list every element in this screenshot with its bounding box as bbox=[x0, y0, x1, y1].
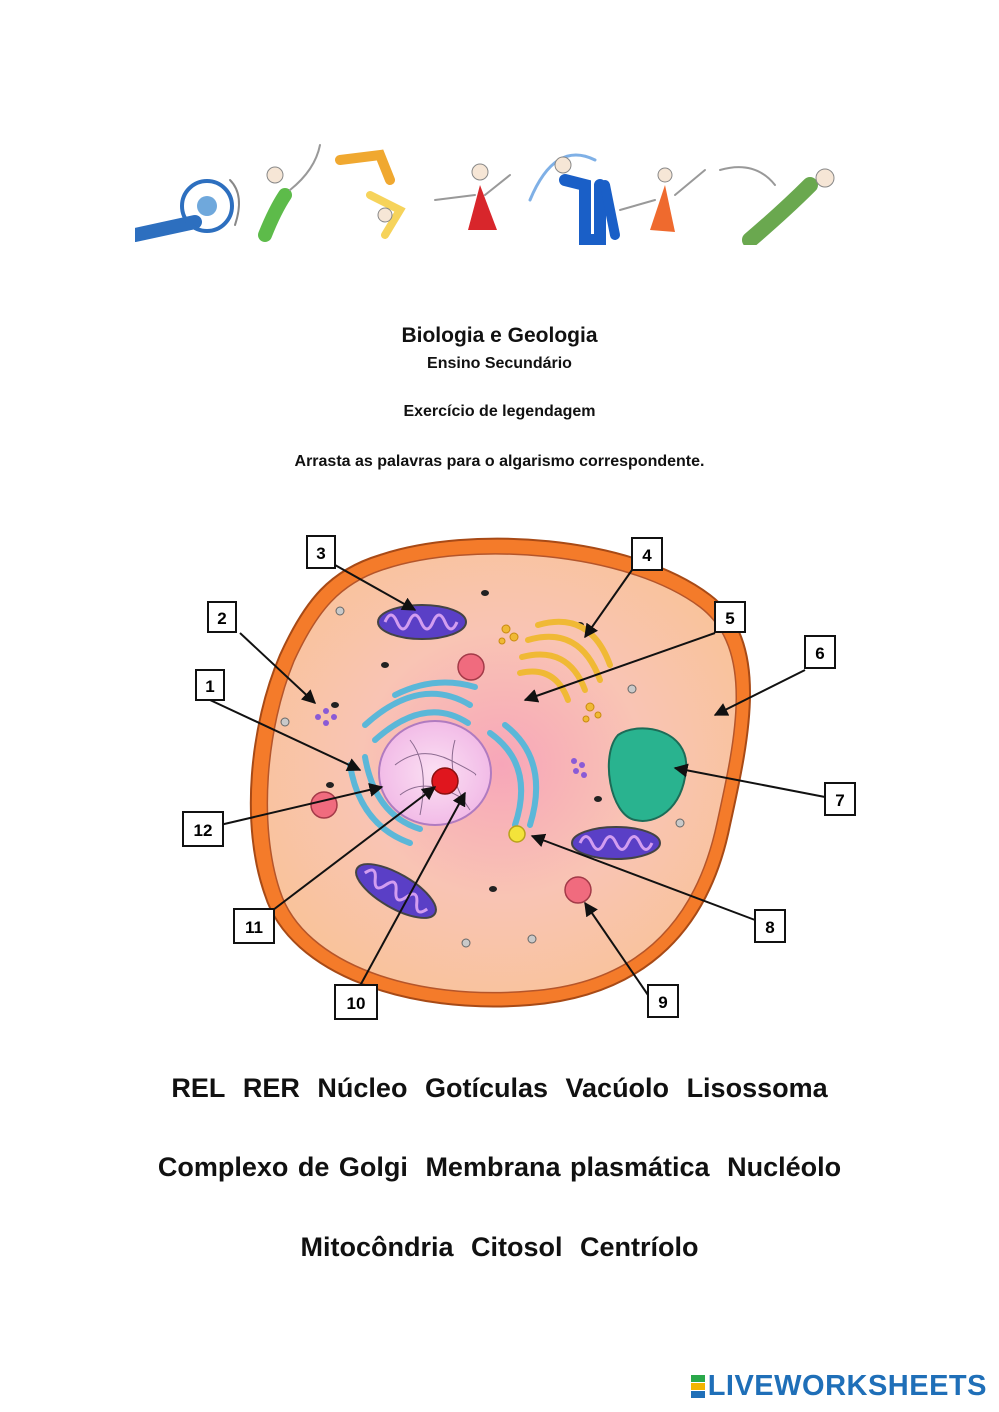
svg-text:8: 8 bbox=[765, 918, 774, 937]
word-rer[interactable]: RER bbox=[242, 1073, 300, 1103]
word-bank-line-1: REL RER Núcleo Gotículas Vacúolo Lisosso… bbox=[0, 1073, 999, 1104]
svg-text:1: 1 bbox=[205, 677, 214, 696]
word-complexo-de-golgi[interactable]: Complexo de Golgi bbox=[157, 1152, 408, 1182]
mitochondrion bbox=[377, 604, 467, 640]
word-vacuolo[interactable]: Vacúolo bbox=[565, 1073, 670, 1103]
word-bank-line-2: Complexo de Golgi Membrana plasmática Nu… bbox=[0, 1152, 999, 1183]
word-mitocondria[interactable]: Mitocôndria bbox=[300, 1232, 454, 1262]
svg-text:9: 9 bbox=[658, 993, 667, 1012]
word-goticulas[interactable]: Gotículas bbox=[424, 1073, 548, 1103]
brand-name: LIVEWORKSHEETS bbox=[707, 1370, 987, 1402]
svg-text:7: 7 bbox=[835, 791, 844, 810]
animal-cell-diagram: 1 2 3 4 5 6 7 8 9 10 11 12 bbox=[182, 535, 856, 1020]
svg-text:2: 2 bbox=[217, 609, 226, 628]
label-box-5[interactable]: 5 bbox=[714, 601, 746, 633]
dancers-banner-illustration bbox=[135, 144, 835, 245]
label-box-2[interactable]: 2 bbox=[207, 601, 237, 633]
word-centriolo[interactable]: Centríolo bbox=[580, 1232, 699, 1262]
word-citosol[interactable]: Citosol bbox=[471, 1232, 563, 1262]
centriole bbox=[508, 825, 526, 843]
endoplasmic-reticulum bbox=[347, 679, 540, 846]
word-rel[interactable]: REL bbox=[171, 1073, 226, 1103]
instruction-text: Arrasta as palavras para o algarismo cor… bbox=[294, 453, 705, 470]
lysosome bbox=[457, 653, 485, 681]
exercise-title: Exercício de legendagem bbox=[403, 403, 596, 420]
svg-text:11: 11 bbox=[245, 918, 263, 937]
small-vesicles bbox=[280, 606, 685, 948]
label-box-11[interactable]: 11 bbox=[233, 908, 275, 944]
svg-text:5: 5 bbox=[725, 609, 734, 628]
label-box-4[interactable]: 4 bbox=[631, 537, 663, 571]
label-box-12[interactable]: 12 bbox=[182, 811, 224, 847]
education-level: Ensino Secundário bbox=[427, 355, 572, 372]
label-box-3[interactable]: 3 bbox=[306, 535, 336, 569]
label-box-8[interactable]: 8 bbox=[754, 909, 786, 943]
svg-text:10: 10 bbox=[347, 994, 366, 1013]
word-membrana-plasmatica[interactable]: Membrana plasmática bbox=[425, 1152, 710, 1182]
label-box-9[interactable]: 9 bbox=[647, 984, 679, 1018]
liveworksheets-mark-icon bbox=[690, 1374, 705, 1399]
word-bank-line-3: Mitocôndria Citosol Centríolo bbox=[0, 1232, 999, 1263]
label-box-10[interactable]: 10 bbox=[334, 984, 378, 1020]
subject-title: Biologia e Geologia bbox=[401, 324, 598, 347]
golgi-complex bbox=[517, 618, 613, 703]
svg-text:6: 6 bbox=[815, 644, 824, 663]
svg-text:4: 4 bbox=[642, 546, 652, 565]
label-box-7[interactable]: 7 bbox=[824, 782, 856, 816]
word-lisossoma[interactable]: Lisossoma bbox=[686, 1073, 828, 1103]
label-box-1[interactable]: 1 bbox=[195, 669, 225, 701]
word-nucleolo[interactable]: Nucléolo bbox=[727, 1152, 842, 1182]
nucleolus bbox=[431, 767, 459, 795]
word-nucleo[interactable]: Núcleo bbox=[317, 1073, 408, 1103]
svg-text:12: 12 bbox=[194, 821, 213, 840]
svg-text:3: 3 bbox=[316, 544, 325, 563]
label-box-6[interactable]: 6 bbox=[804, 635, 836, 669]
liveworksheets-logo[interactable]: LIVEWORKSHEETS bbox=[690, 1370, 987, 1403]
vacuole bbox=[607, 727, 688, 822]
